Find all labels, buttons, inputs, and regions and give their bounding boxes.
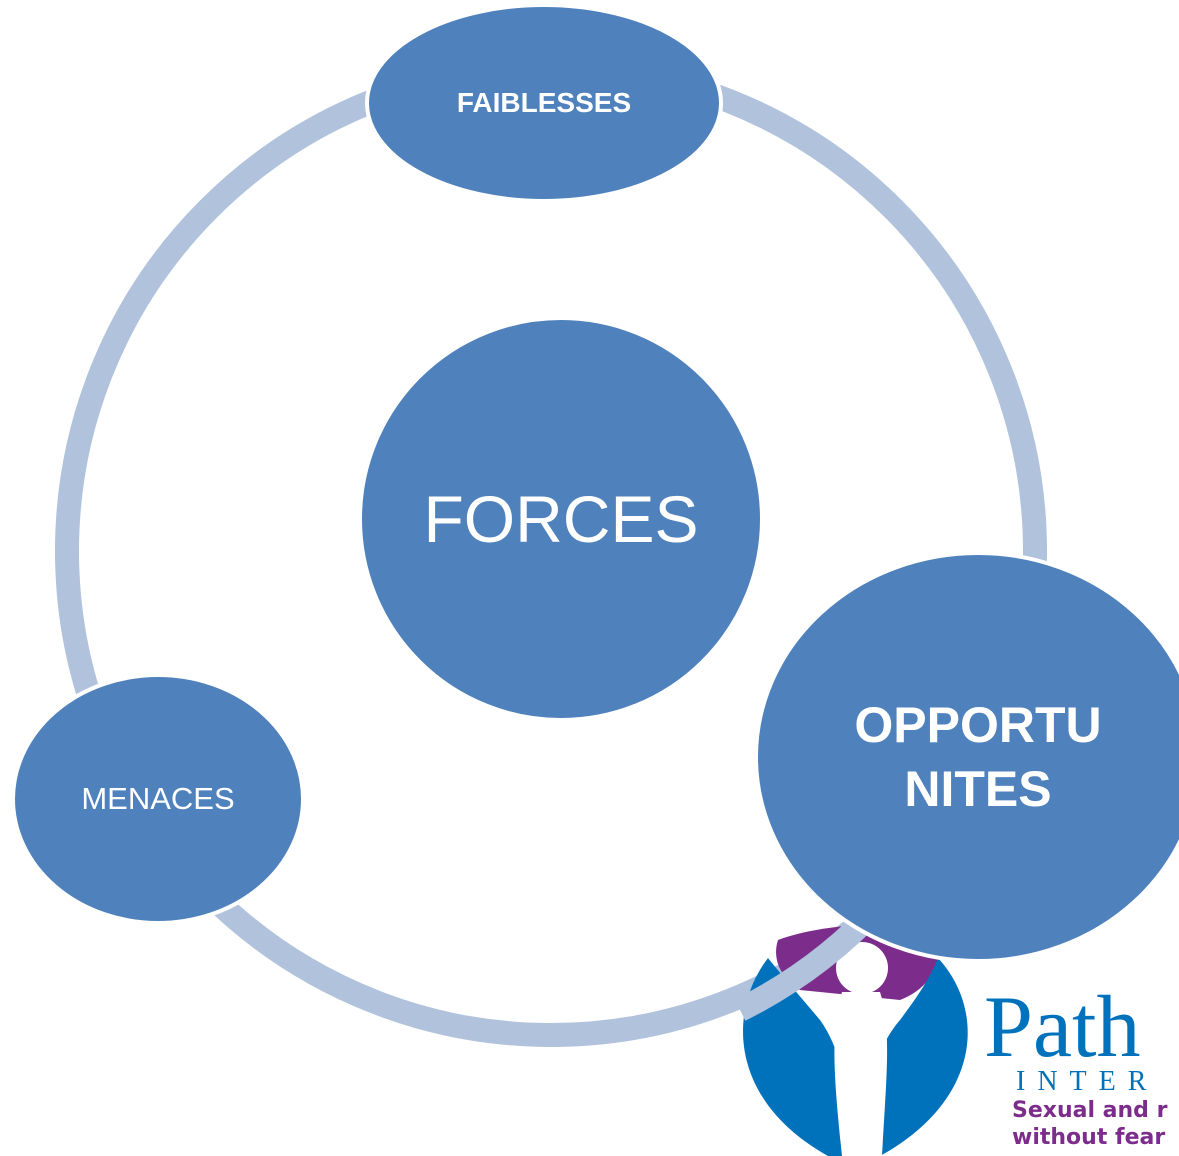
logo-subname: INTER bbox=[1016, 1066, 1159, 1097]
node-right-shape bbox=[754, 551, 1179, 963]
node-opportunites-label: OPPORTU NITES bbox=[854, 697, 1102, 817]
node-top-shape bbox=[365, 3, 723, 203]
node-center-shape bbox=[358, 316, 764, 722]
node-menaces-label: MENACES bbox=[81, 781, 235, 816]
node-forces-label: FORCES bbox=[423, 482, 699, 556]
logo-tagline-line-2: without fear bbox=[1012, 1125, 1166, 1150]
logo-tagline-line-1: Sexual and r bbox=[1012, 1098, 1168, 1123]
logo-name: Path bbox=[984, 979, 1141, 1076]
node-faiblesses-label: FAIBLESSES bbox=[456, 87, 632, 118]
node-left-shape bbox=[11, 673, 305, 925]
